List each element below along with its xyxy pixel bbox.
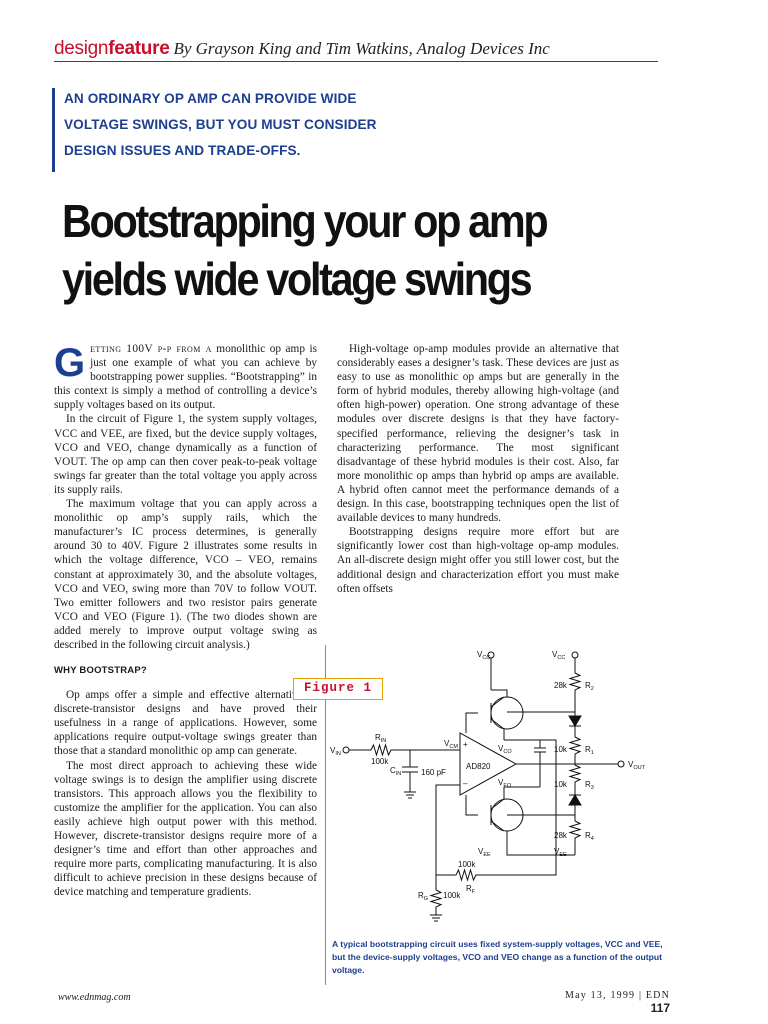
figure-caption: A typical bootstrapping circuit uses fix… [332, 939, 663, 975]
svg-text:CIN: CIN [390, 766, 401, 777]
svg-text:VOUT: VOUT [628, 760, 646, 771]
svg-text:–: – [463, 779, 468, 788]
svg-text:RG: RG [418, 891, 428, 902]
paragraph: The most direct approach to achieving th… [54, 759, 317, 899]
paragraph: The maximum voltage that you can apply a… [54, 498, 317, 651]
svg-text:R2: R2 [585, 681, 594, 692]
footer-url[interactable]: www.ednmag.com [58, 992, 131, 1003]
deck: AN ORDINARY OP AMP CAN PROVIDE WIDE VOLT… [64, 86, 424, 164]
svg-text:RF: RF [466, 884, 476, 895]
r3-value: 10k [554, 780, 568, 789]
paragraph: Bootstrapping designs require more effor… [337, 526, 619, 595]
subhead: WHY BOOTSTRAP? [54, 665, 147, 677]
svg-text:+: + [463, 740, 468, 749]
svg-text:R3: R3 [585, 780, 594, 791]
title-line-2: yields wide voltage swings [62, 253, 533, 305]
svg-text:100k: 100k [458, 860, 476, 869]
page-number: 117 [650, 1001, 670, 1015]
figure-frame [325, 645, 665, 985]
op-amp-part: AD820 [466, 762, 491, 771]
svg-text:R1: R1 [585, 745, 594, 756]
footer-folio: May 13, 1999 | EDN 117 [565, 990, 670, 1015]
svg-text:VCM: VCM [444, 739, 458, 750]
body-column-2: High-voltage op-amp modules provide an a… [337, 342, 619, 596]
deck-line: AN ORDINARY OP AMP CAN PROVIDE WIDE [64, 91, 357, 106]
paragraph: High-voltage op-amp modules provide an a… [337, 343, 619, 525]
svg-text:100k: 100k [371, 757, 389, 766]
r4-value: 28k [554, 831, 568, 840]
byline: By Grayson King and Tim Watkins, Analog … [173, 39, 550, 58]
svg-text:VEE: VEE [478, 847, 491, 858]
article-title: Bootstrapping your op amp yields wide vo… [62, 192, 656, 308]
circuit-schematic: VCC VCC 28k R2 10k R1 10k R3 28k R4 VEE … [330, 650, 646, 922]
title-line-1: Bootstrapping your op amp [62, 195, 549, 247]
svg-text:VEE: VEE [554, 847, 567, 858]
paragraph: Op amps offer a simple and effective alt… [54, 689, 317, 758]
section-label: designfeature [54, 38, 170, 59]
svg-text:VEO: VEO [498, 778, 512, 789]
deck-rule [52, 88, 55, 172]
figure-label: Figure 1 [293, 678, 383, 700]
svg-text:RIN: RIN [375, 733, 386, 744]
svg-text:VCC: VCC [477, 650, 490, 661]
svg-text:VCC: VCC [552, 650, 565, 661]
r2-value: 28k [554, 681, 568, 690]
svg-text:R4: R4 [585, 831, 594, 842]
paragraph: In the circuit of Figure 1, the system s… [54, 413, 317, 496]
svg-text:VIN: VIN [330, 746, 341, 757]
drop-cap: G [54, 341, 86, 385]
svg-text:VCO: VCO [498, 744, 512, 755]
deck-line: DESIGN ISSUES AND TRADE-OFFS. [64, 143, 301, 158]
svg-text:100k: 100k [443, 891, 461, 900]
r1-value: 10k [554, 745, 568, 754]
svg-text:160 pF: 160 pF [421, 768, 446, 777]
deck-line: VOLTAGE SWINGS, BUT YOU MUST CONSIDER [64, 117, 377, 132]
